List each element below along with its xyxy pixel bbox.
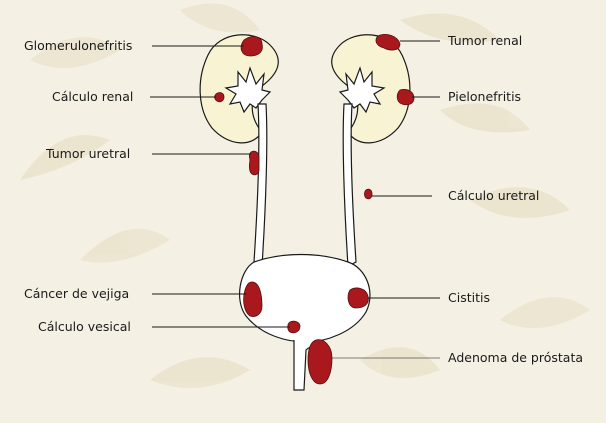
calculo-uretral-lesion	[365, 189, 373, 199]
adenoma-prostata-lesion	[308, 340, 332, 384]
label-tumor-renal: Tumor renal	[448, 33, 522, 49]
tumor-uretral-lesion	[249, 151, 259, 175]
ureters	[254, 104, 356, 266]
label-calculo-renal: Cálculo renal	[52, 89, 133, 105]
glomerulonefritis-lesion	[241, 37, 262, 56]
pielonefritis-lesion	[397, 89, 414, 104]
label-calculo-uretral: Cálculo uretral	[448, 188, 539, 204]
label-cancer-vejiga: Cáncer de vejiga	[24, 286, 129, 302]
calculo-renal-lesion	[215, 93, 224, 102]
label-pielonefritis: Pielonefritis	[448, 89, 521, 105]
label-tumor-uretral: Tumor uretral	[46, 146, 130, 162]
label-cistitis: Cistitis	[448, 290, 490, 306]
bladder	[240, 255, 370, 391]
label-calculo-vesical: Cálculo vesical	[38, 319, 131, 335]
label-glomerulonefritis: Glomerulonefritis	[24, 38, 132, 54]
cistitis-lesion	[348, 288, 368, 308]
label-adenoma-prostata: Adenoma de próstata	[448, 350, 583, 366]
